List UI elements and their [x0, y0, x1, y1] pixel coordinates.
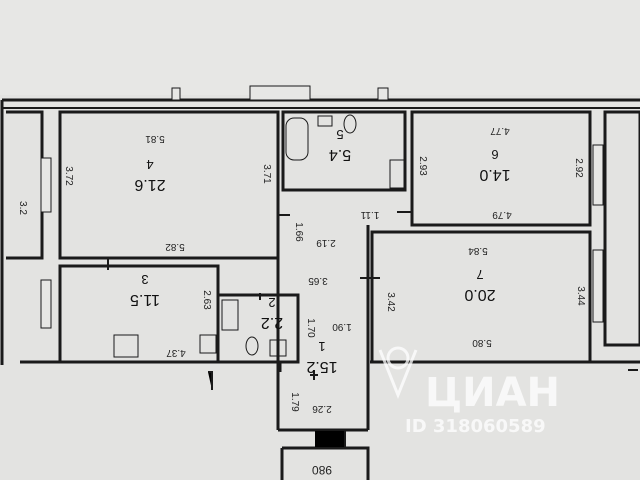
dim-3-65: 3.65 — [308, 275, 328, 286]
dim-3-2: 3.2 — [17, 201, 28, 215]
dim-5-82: 5.82 — [165, 241, 185, 252]
window-top-2 — [377, 87, 389, 101]
door-corridor — [310, 370, 318, 380]
windows — [40, 85, 604, 329]
dim-1-79: 1.79 — [289, 392, 300, 412]
window-left-1 — [40, 157, 52, 213]
sink-room-5 — [317, 115, 333, 127]
dim-2-93: 2.93 — [417, 156, 428, 176]
upper-blank-area — [0, 0, 640, 95]
dim-1-66: 1.66 — [293, 222, 304, 242]
room-6-area: 14.0 — [479, 166, 510, 183]
dim-3-44: 3.44 — [575, 286, 586, 306]
dim-2-19: 2.19 — [316, 237, 336, 248]
dim-4-77: 4.77 — [490, 125, 510, 136]
door-room-4 — [277, 212, 290, 230]
room-7-number: 7 — [476, 267, 483, 282]
watermark-brand: ЦИАН — [425, 370, 560, 416]
toilet-room-5 — [343, 114, 357, 134]
dim-1-90: 1.90 — [332, 321, 352, 332]
window-left-2 — [40, 279, 52, 329]
walls — [0, 98, 640, 480]
room-1-number: 1 — [318, 339, 325, 354]
entrance-block — [280, 446, 370, 480]
lower-wall-left — [20, 360, 282, 372]
right-wall-segment — [603, 110, 640, 347]
kitchen-sink — [199, 334, 217, 354]
dim-980: 980 — [312, 463, 332, 477]
dim-2-26: 2.26 — [312, 403, 332, 414]
room-6-number: 6 — [491, 147, 498, 162]
window-right-1 — [592, 144, 604, 206]
watermark: ЦИАН ID 318060589 — [378, 346, 560, 437]
door-markers — [107, 211, 638, 449]
room-3-number: 3 — [141, 272, 148, 287]
dim-4-79: 4.79 — [492, 209, 512, 220]
watermark-id: ID 318060589 — [405, 416, 546, 437]
dim-3-42: 3.42 — [385, 292, 396, 312]
watermark-logo-icon — [378, 346, 418, 400]
room-3-area: 11.5 — [130, 291, 160, 308]
room-7-area: 20.0 — [464, 286, 495, 303]
dim-5-81: 5.81 — [145, 133, 165, 144]
room-6-wall — [410, 110, 592, 227]
bathtub — [285, 117, 309, 161]
toilet-room-2 — [245, 336, 259, 356]
shaft-room-2 — [221, 299, 239, 331]
dim-2-92: 2.92 — [573, 158, 584, 178]
room-2-number: 2 — [268, 295, 275, 310]
stove — [113, 334, 139, 358]
room-labels: 21.6 4 5.4 5 14.0 6 11.5 3 2.2 2 15.2 1 … — [130, 127, 511, 375]
door-entrance — [315, 429, 346, 449]
dim-1-70: 1.70 — [305, 318, 316, 338]
dimension-labels: 5.81 3.72 3.71 5.82 3.2 4.77 2.93 2.92 4… — [17, 125, 586, 477]
window-right-2 — [592, 249, 604, 323]
dim-4-37: 4.37 — [166, 347, 186, 358]
room-1-area: 15.2 — [306, 358, 337, 375]
room-4-area: 21.6 — [134, 176, 165, 193]
dim-1-11: 1.11 — [360, 209, 379, 220]
room-5-wall — [281, 110, 407, 192]
dim-2-63: 2.63 — [201, 290, 212, 310]
dim-5-84: 5.84 — [468, 245, 488, 256]
room-2-area: 2.2 — [261, 314, 283, 331]
room-2-wall — [216, 293, 300, 364]
window-top-3 — [171, 87, 181, 101]
fixtures — [113, 114, 405, 358]
window-top-1 — [249, 85, 311, 101]
radiator-room-5 — [389, 159, 405, 189]
door-bottom-left — [208, 371, 213, 390]
room-4-number: 4 — [146, 157, 153, 172]
dim-3-72: 3.72 — [63, 166, 74, 186]
room-5-area: 5.4 — [329, 146, 351, 163]
room-5-number: 5 — [336, 127, 343, 142]
dim-5-80: 5.80 — [472, 337, 492, 348]
dim-3-71: 3.71 — [261, 164, 272, 184]
sink-room-2 — [269, 339, 287, 357]
